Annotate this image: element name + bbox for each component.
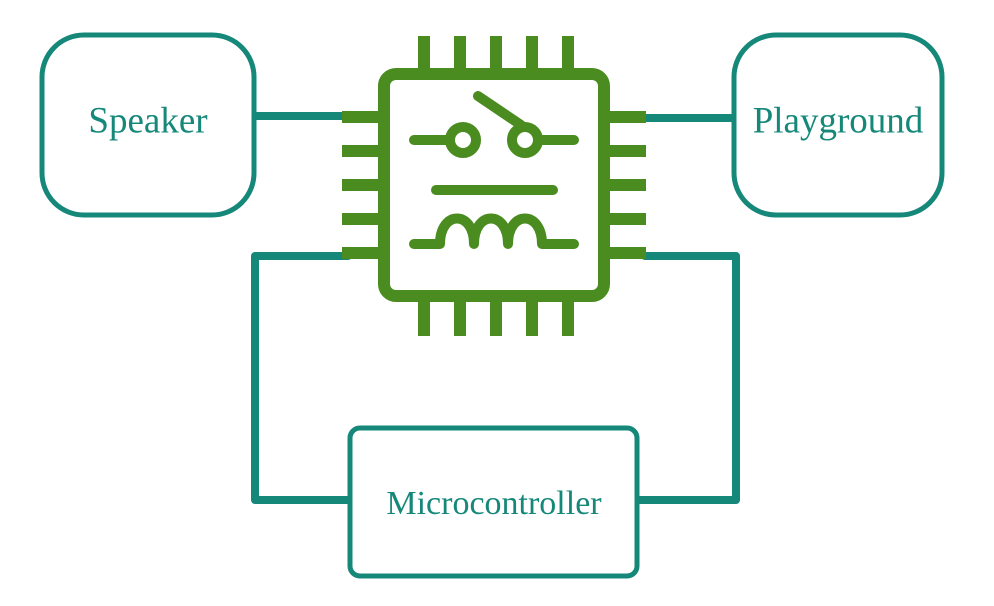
playground-label: Playground xyxy=(753,100,924,141)
chip-right-pins xyxy=(604,111,646,259)
playground-node: Playground xyxy=(731,32,945,218)
relay-chip-icon xyxy=(342,36,646,336)
chip-microcontroller-right-wire xyxy=(633,252,740,504)
chip-left-pins xyxy=(342,111,384,259)
microcontroller-box xyxy=(347,425,640,579)
playground-box xyxy=(731,32,945,218)
speaker-label: Speaker xyxy=(88,100,207,141)
microcontroller-node: Microcontroller xyxy=(347,425,640,579)
switch-symbol-icon xyxy=(409,91,579,158)
coil-symbol-icon xyxy=(409,213,579,249)
speaker-box xyxy=(39,32,257,218)
chip-microcontroller-left-wire xyxy=(251,252,354,504)
speaker-node: Speaker xyxy=(39,32,257,218)
chip-bottom-pins xyxy=(418,296,574,336)
chip-top-pins xyxy=(418,36,574,74)
connections xyxy=(248,112,742,504)
microcontroller-label: Microcontroller xyxy=(386,485,602,522)
